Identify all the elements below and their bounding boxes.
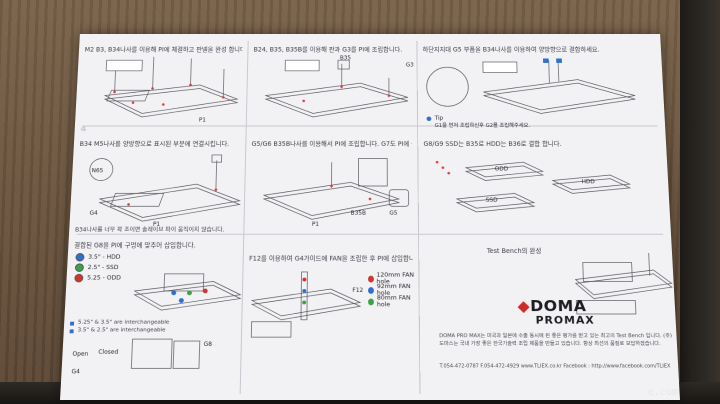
footer-description: DOMA PRO MAX는 미국과 일본에 수출 동시에 된 좋은 평가를 받고… [439,333,673,347]
interchange-note-2: 3.5" & 2.5" are interchangeable [77,327,166,334]
step-panel-5: G5/G6 B35B나사를 이용해서 PI에 조립합니다. G7도 PI에 삽입… [244,126,419,234]
frame-drawing-8 [240,234,420,400]
part-label-g5: G5 [389,210,398,217]
part-label-ssd: SSD [485,197,498,204]
step-panel-3: 하단지지대 G5 부품을 B34나사를 이용하여 양방향으로 결합하세요. Ti… [417,34,665,129]
part-label-g8: G8 [203,341,213,348]
step-panel-6: G8/G9 SSD는 B35로 HDD는 B36로 결합 합니다. ODD HD… [418,126,671,234]
frame-drawing-1 [75,34,248,126]
frame-drawing-3 [417,58,665,122]
part-label-p1-step5: P1 [311,221,320,228]
part-label-n65: N65 [91,167,104,175]
part-label-b35b: B35B [350,210,367,217]
step-panel-1: M2 B3, B34나사를 이용해 PI에 체결하고 판넬을 완성 합니다. P… [75,34,248,126]
open-label: Open [72,350,89,358]
part-label-p1: P1 [198,117,207,124]
frame-drawing-4 [69,126,246,234]
fan-80-dot [368,298,374,305]
part-label-g3: G3 [405,62,414,69]
doma-wordmark: DOMA [529,296,587,315]
part-label-g4-step7: G4 [71,368,81,376]
step-panel-2: B24, B35, B35B를 이용해 판과 G3를 PI에 조립합니다. G3… [246,34,417,126]
doma-logo: ◆DOMA [517,296,587,315]
fan-120-dot [368,275,374,282]
fan-legend-80: 80mm FAN hole [368,295,419,308]
watermark: e.com [647,387,678,398]
interchange-note-1: 5.25" & 3.5" are interchangeable [77,319,170,326]
frame-drawing-7 [69,234,244,400]
part-label-hdd: HDD [581,178,595,186]
fan-92-dot [368,286,374,294]
frame-drawing-2 [246,34,417,126]
screw-note: B34나사를 너무 꽉 조이면 솔레이브 파이 움직이지 않습니다. [74,226,225,234]
frame-drawing-5 [244,126,419,234]
part-label-odd: ODD [494,165,509,173]
instruction-sheet: M2 B3, B34나사를 이용해 PI에 체결하고 판넬을 완성 합니다. P… [60,34,680,401]
fan-80-label: 80mm FAN hole [376,294,411,309]
step-panel-7: 결합된 G8을 PI에 구멍에 맞추어 삽입합니다. 3.5" - HDD 2.… [60,234,244,400]
promax-logo: PROMAX [535,313,595,327]
dark-monitor-edge [680,0,720,404]
contact-info: T.054-472-0787 F.054-472-4929 www.TLIEX.… [439,363,671,370]
part-label-g4: G4 [89,210,98,217]
part-label-f12: F12 [352,287,364,294]
closed-label: Closed [98,348,119,356]
step-panel-8: F12를 이용하여 G4가이드에 FAN을 조립한 후 PI에 삽입합니다. F… [240,234,420,400]
step-panel-4: 4 B34 M5나사를 양방향으로 표시된 부분에 연결시킵니다. N65 G4… [69,125,246,234]
drive-drawing-6 [435,126,671,234]
part-label-b35: B35 [339,54,351,62]
